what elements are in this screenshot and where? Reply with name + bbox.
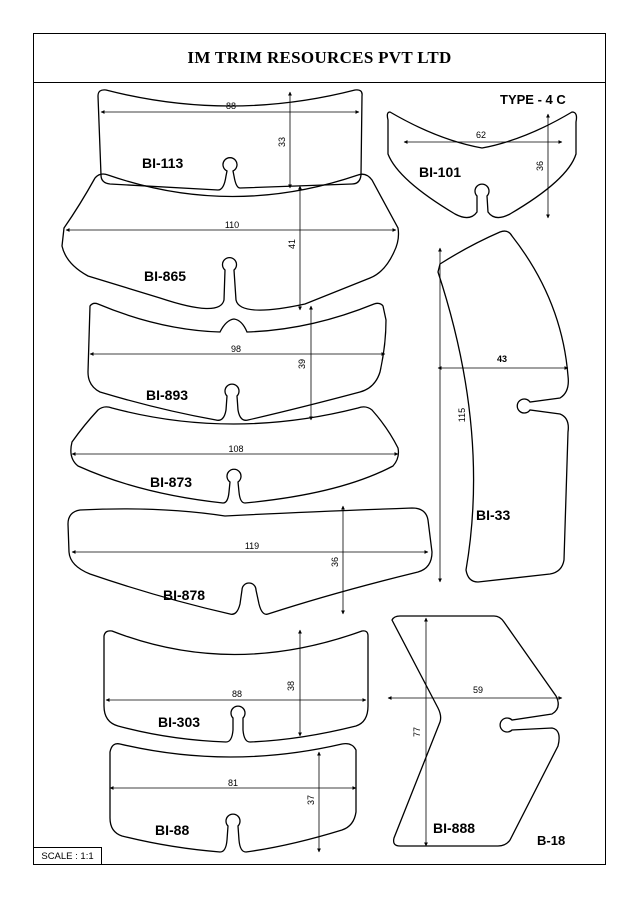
part-label-bi-33: BI-33 [476,507,511,523]
dim-bi-88-width: 81 [228,778,238,788]
part-label-bi-888: BI-888 [433,820,476,836]
part-bi-878 [67,505,433,615]
dim-bi-303-height: 38 [286,681,296,691]
part-label-bi-101: BI-101 [419,164,462,180]
sheet-id: B-18 [537,833,566,848]
dim-bi-888-width: 59 [473,685,483,695]
part-bi-88 [109,742,357,853]
dim-bi-101-width: 62 [476,130,486,140]
part-label-bi-878: BI-878 [163,587,206,603]
part-label-bi-303: BI-303 [158,714,201,730]
dim-bi-873-width: 108 [228,444,243,454]
title-block: IM TRIM RESOURCES PVT LTD [33,33,606,83]
dim-bi-878-width: 119 [245,541,259,551]
dim-bi-888-height: 77 [412,727,422,737]
part-bi-865 [61,173,400,311]
dim-bi-33-width: 43 [497,354,507,364]
dim-bi-893-width: 98 [231,344,241,354]
dim-bi-101-height: 36 [535,161,545,171]
part-label-bi-865: BI-865 [144,268,187,284]
part-bi-303 [103,629,369,743]
part-bi-33 [437,230,569,583]
dim-bi-865-width: 110 [225,220,239,230]
part-label-bi-88: BI-88 [155,822,190,838]
part-label-bi-873: BI-873 [150,474,193,490]
part-label-bi-113: BI-113 [142,155,184,171]
drawing-frame [33,33,606,865]
part-bi-113 [97,89,363,191]
part-label-bi-893: BI-893 [146,387,189,403]
dim-bi-893-height: 39 [297,359,307,369]
scale-box: SCALE : 1:1 [33,847,102,865]
dim-bi-865-height: 41 [287,239,297,249]
dim-bi-303-width: 88 [232,689,242,699]
dim-bi-88-height: 37 [306,795,316,805]
dim-bi-113-height: 33 [277,137,287,147]
part-bi-101 [386,111,578,219]
dim-bi-33-height: 115 [457,408,467,422]
part-bi-888 [387,615,563,847]
dim-bi-878-height: 36 [330,557,340,567]
part-bi-893 [87,302,387,421]
dim-bi-113-width: 88 [226,101,236,111]
type-label: TYPE - 4 C [500,92,566,107]
scale-label: SCALE : 1:1 [41,850,94,862]
part-bi-873 [70,406,400,504]
company-title: IM TRIM RESOURCES PVT LTD [187,47,452,67]
